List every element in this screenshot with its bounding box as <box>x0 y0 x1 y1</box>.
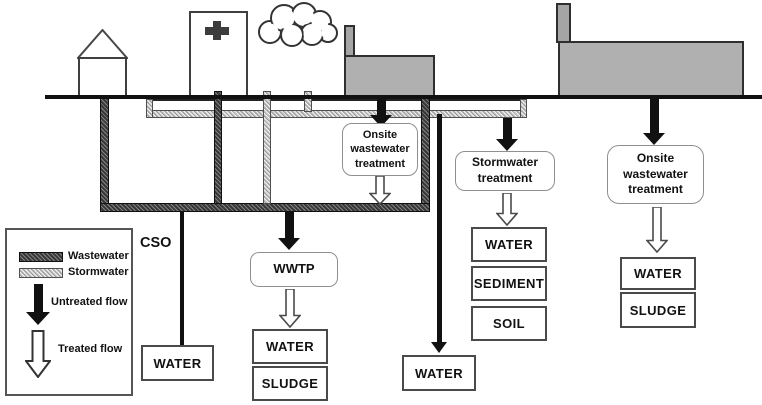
untreated-arrow-to-wwtp <box>285 211 294 238</box>
untreated-discharge-line <box>437 114 442 342</box>
untreated-arrowhead-to-stormwater-treatment <box>496 139 518 151</box>
storm-channel-bottom <box>146 110 527 118</box>
legend-treated-arrow <box>25 330 51 378</box>
rain-runoff-pipe <box>263 91 271 204</box>
house-sewer-pipe <box>100 96 109 211</box>
legend-label-treated: Treated flow <box>58 343 123 355</box>
legend-label-wastewater: Wastewater <box>68 250 129 262</box>
legend-label-stormwater: Stormwater <box>68 266 129 278</box>
factory1-building <box>344 55 435 97</box>
wwtp-node: WWTP <box>250 252 338 287</box>
storm-channel-left-cap <box>146 99 153 118</box>
factory1-chimney <box>344 25 355 57</box>
cso-outfall-line <box>180 211 184 346</box>
ground-line <box>45 95 762 99</box>
untreated-arrowhead-factory2 <box>643 133 665 145</box>
treated-arrow-onsite2 <box>646 207 668 253</box>
output-water-cso: WATER <box>141 345 214 381</box>
output-sludge-onsite2: SLUDGE <box>620 292 696 328</box>
cso-label: CSO <box>140 235 172 251</box>
output-water-combined: WATER <box>402 355 476 391</box>
output-water-onsite2: WATER <box>620 257 696 290</box>
untreated-arrowhead-to-wwtp <box>278 238 300 250</box>
storm-inlet-stub <box>304 91 312 112</box>
output-sediment-stormwater: SEDIMENT <box>471 266 547 301</box>
factory2-building <box>558 41 744 97</box>
untreated-arrow-factory1 <box>377 97 386 115</box>
treated-arrow-onsite1 <box>369 176 391 205</box>
legend-swatch-stormwater <box>19 268 63 278</box>
untreated-discharge-arrowhead <box>431 342 447 353</box>
legend-panel: Wastewater Stormwater Untreated flow Tre… <box>5 228 133 396</box>
legend-untreated-arrowhead <box>26 312 50 325</box>
combined-sewer-right-wall <box>421 96 430 211</box>
untreated-arrow-factory2 <box>650 96 659 133</box>
treated-arrow-stormwater <box>496 193 518 226</box>
legend-untreated-arrow <box>34 284 43 312</box>
legend-label-untreated: Untreated flow <box>51 296 128 308</box>
house-roof <box>77 29 128 59</box>
hospital-cross-icon <box>205 21 229 40</box>
output-soil-stormwater: SOIL <box>471 306 547 341</box>
storm-channel-right-cap <box>520 99 527 118</box>
treated-arrow-wwtp <box>279 289 301 328</box>
untreated-arrow-to-stormwater-treatment <box>503 118 512 139</box>
storm-channel-top-line <box>146 99 527 101</box>
legend-swatch-wastewater <box>19 252 63 262</box>
rain-cloud-icon <box>258 2 338 47</box>
onsite-treatment-2-node: Onsite wastewater treatment <box>607 145 704 204</box>
output-water-stormwater: WATER <box>471 227 547 262</box>
onsite-treatment-1-node: Onsite wastewater treatment <box>342 123 418 176</box>
hospital-sewer-pipe <box>214 91 222 204</box>
factory2-chimney <box>556 3 571 43</box>
house-building <box>78 57 127 97</box>
output-water-wwtp: WATER <box>252 329 328 364</box>
stormwater-treatment-node: Stormwater treatment <box>455 151 555 191</box>
output-sludge-wwtp: SLUDGE <box>252 366 328 401</box>
